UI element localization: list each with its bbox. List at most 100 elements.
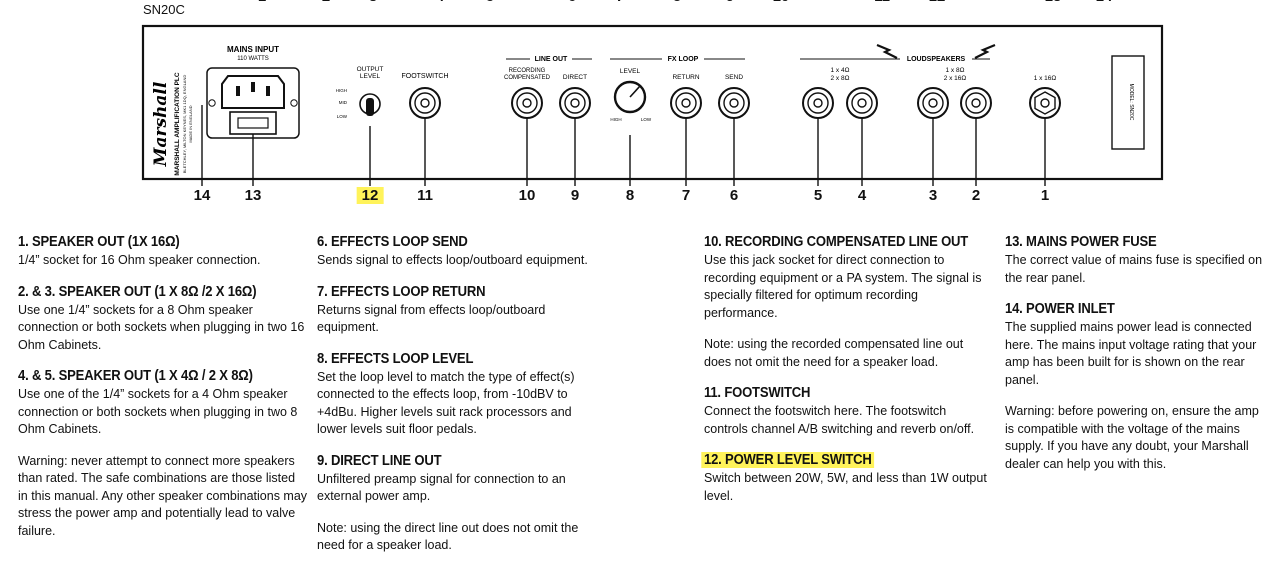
spk-4ohm-label: 2 x 8Ω (831, 75, 850, 82)
top-number: 5 (486, 0, 494, 5)
note-text: Note: using the recorded compensated lin… (704, 337, 964, 369)
callout-number: 7 (681, 187, 691, 204)
level-label: LEVEL (620, 68, 641, 75)
level-high-label: HIGH (610, 117, 621, 122)
callout-number: 8 (625, 187, 635, 204)
model-plate: MODEL: SN20C (1111, 55, 1145, 150)
description-column-4: 13. MAINS POWER FUSE The correct value o… (1005, 234, 1267, 487)
section-heading: 4. & 5. SPEAKER OUT (1 X 4Ω / 2 X 8Ω) (18, 368, 253, 384)
direct-out-note: Note: using the direct line out does not… (317, 520, 602, 555)
company-line: MARSHALL AMPLIFICATION PLC (174, 72, 181, 175)
model-plate-label: MODEL: SN20C (1128, 84, 1134, 121)
rear-panel-diagram: Marshall MARSHALL AMPLIFICATION PLC BLET… (141, 24, 1164, 186)
section-body: Use one of the 1/4” sockets for a 4 Ohm … (18, 387, 298, 436)
callout-number: 6 (729, 187, 739, 204)
recording-comp-label: COMPENSATED (504, 75, 551, 81)
mains-input: MAINS INPUT 110 WATTS (206, 45, 300, 139)
position-mid-label: MID (339, 100, 348, 105)
section-body: Use this jack socket for direct connecti… (704, 253, 982, 320)
description-column-1: 1. SPEAKER OUT (1X 16Ω) 1/4” socket for … (18, 234, 308, 554)
section-speaker-out-8: 2. & 3. SPEAKER OUT (1 X 8Ω /2 X 16Ω) Us… (18, 284, 308, 355)
section-effects-loop-return: 7. EFFECTS LOOP RETURN Returns signal fr… (317, 284, 602, 337)
top-number: 9 (726, 0, 734, 5)
speaker-warning: Warning: never attempt to connect more s… (18, 453, 308, 541)
spk-4ohm-label: 1 x 4Ω (831, 67, 850, 74)
section-body: Sends signal to effects loop/outboard eq… (317, 253, 588, 267)
callout-number: 5 (813, 187, 823, 204)
note-text: Note: using the direct line out does not… (317, 520, 579, 553)
top-number: 13 (1045, 0, 1062, 5)
section-heading: 10. RECORDING COMPENSATED LINE OUT (704, 234, 969, 250)
callout-number: 1 (1040, 187, 1050, 204)
top-number: 12 (929, 0, 946, 5)
recording-comp-label: RECORDING (509, 68, 546, 74)
section-body: 1/4” socket for 16 Ohm speaker connectio… (18, 253, 261, 267)
return-label: RETURN (672, 74, 699, 81)
company-line: MADE IN ENGLAND (188, 105, 193, 142)
section-power-inlet: 14. POWER INLET The supplied mains power… (1005, 301, 1267, 389)
top-number: 7 (616, 0, 624, 5)
mains-watts-label: 110 WATTS (237, 56, 269, 62)
section-speaker-out-16: 1. SPEAKER OUT (1X 16Ω) 1/4” socket for … (18, 234, 308, 270)
leader-lines (201, 105, 1046, 186)
top-number: 11 (874, 0, 890, 5)
section-heading: 11. FOOTSWITCH (704, 385, 811, 401)
direct-label: DIRECT (563, 74, 587, 81)
section-heading: 8. EFFECTS LOOP LEVEL (317, 350, 474, 367)
section-heading: 6. EFFECTS LOOP SEND (317, 234, 468, 250)
output-level-label: OUTPUT (357, 66, 384, 73)
section-speaker-out-4: 4. & 5. SPEAKER OUT (1 X 4Ω / 2 X 8Ω) Us… (18, 368, 308, 439)
spk-8ohm-label: 1 x 8Ω (946, 67, 965, 74)
section-effects-loop-level: 8. EFFECTS LOOP LEVEL Set the loop level… (317, 351, 602, 439)
section-heading: 1. SPEAKER OUT (1X 16Ω) (18, 234, 180, 250)
section-heading: 7. EFFECTS LOOP RETURN (317, 283, 486, 300)
mains-input-label: MAINS INPUT (227, 45, 279, 54)
section-direct-line-out: 9. DIRECT LINE OUT Unfiltered preamp sig… (317, 453, 602, 506)
callout-number: 10 (518, 187, 536, 204)
callout-number: 9 (570, 187, 580, 204)
section-mains-power-fuse: 13. MAINS POWER FUSE The correct value o… (1005, 234, 1267, 287)
description-column-2: 6. EFFECTS LOOP SEND Sends signal to eff… (317, 234, 602, 569)
section-body: Use one 1/4” sockets for a 8 Ohm speaker… (18, 302, 305, 352)
top-number: 4 (436, 0, 444, 5)
top-number: 1 (258, 0, 266, 5)
mains-warning: Warning: before powering on, ensure the … (1005, 403, 1267, 473)
fx-loop-label: FX LOOP (668, 56, 699, 63)
company-line: BLETCHLEY, MILTON KEYNES, MK1 1DQ, ENGLA… (182, 75, 187, 174)
section-recording-line-out: 10. RECORDING COMPENSATED LINE OUT Use t… (704, 234, 989, 322)
brand-block: Marshall MARSHALL AMPLIFICATION PLC BLET… (151, 72, 193, 175)
line-out-section: LINE OUT RECORDING COMPENSATED DIRECT (504, 56, 592, 119)
section-effects-loop-send: 6. EFFECTS LOOP SEND Sends signal to eff… (317, 234, 602, 270)
panel-outline (141, 24, 1164, 181)
send-label: SEND (725, 74, 743, 81)
top-number: 14 (1096, 0, 1113, 5)
callout-number-highlighted: 12 (356, 187, 384, 204)
loudspeakers-label: LOUDSPEAKERS (907, 56, 966, 63)
top-number: 3 (369, 0, 377, 5)
section-heading-highlighted: 12. POWER LEVEL SWITCH (701, 452, 875, 468)
level-low-label: LOW (641, 117, 652, 122)
position-low-label: LOW (337, 114, 348, 119)
section-body: Set the loop level to match the type of … (317, 369, 575, 437)
recording-out-note: Note: using the recorded compensated lin… (704, 336, 989, 371)
warning-text: Warning: never attempt to connect more s… (18, 453, 308, 538)
top-number: 8 (673, 0, 681, 5)
warning-text: Warning: before powering on, ensure the … (1005, 404, 1259, 471)
output-level-label: LEVEL (360, 73, 381, 80)
line-out-label: LINE OUT (535, 56, 568, 63)
section-body: The correct value of mains fuse is speci… (1005, 253, 1263, 285)
section-body: Switch between 20W, 5W, and less than 1W… (704, 471, 987, 503)
model-name: SN20C (143, 2, 185, 17)
callout-number: 13 (244, 187, 262, 204)
callout-number: 14 (193, 187, 211, 204)
section-power-level-switch: 12. POWER LEVEL SWITCH Switch between 20… (701, 452, 989, 505)
top-number: 6 (568, 0, 576, 5)
section-heading: 13. MAINS POWER FUSE (1005, 234, 1157, 250)
description-column-3: 10. RECORDING COMPENSATED LINE OUT Use t… (701, 234, 989, 519)
callout-number: 4 (857, 187, 867, 204)
spk-16ohm-label: 1 x 16Ω (1034, 75, 1057, 82)
callout-number: 3 (928, 187, 938, 204)
callout-number: 11 (417, 187, 433, 204)
section-heading: 2. & 3. SPEAKER OUT (1 X 8Ω /2 X 16Ω) (18, 283, 257, 300)
output-level-switch: OUTPUT LEVEL HIGH MID LOW (336, 66, 384, 119)
